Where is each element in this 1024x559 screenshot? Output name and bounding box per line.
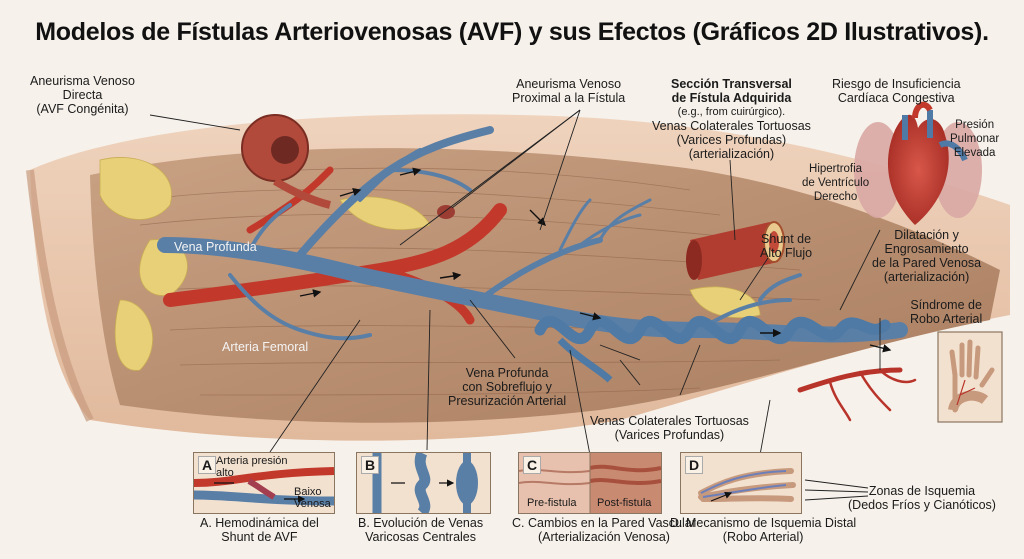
fat-deposit	[99, 157, 172, 220]
thigh-muscle	[90, 148, 1000, 423]
label-tortuous-collaterals: Venas Colaterales Tortuosas(Varices Prof…	[590, 414, 749, 442]
page-title: Modelos de Fístulas Arteriovenosas (AVF)…	[35, 18, 989, 46]
panel-c-pre: Pre-fistula	[527, 497, 577, 509]
panel-d-caption: D. Mecanismo de Isquemia Distal(Robo Art…	[670, 516, 857, 544]
ischemic-hand-icon	[937, 331, 1003, 423]
panel-d-ischemia: D	[680, 452, 802, 514]
panel-c-letter: C	[523, 456, 542, 474]
label-deep-vein: Vena Profunda	[174, 240, 257, 254]
label-ischemia-zones: Zonas de Isquemia(Dedos Fríos y Cianótic…	[848, 484, 996, 512]
panel-c-post: Post-fistula	[597, 497, 652, 509]
panel-b-varicose-evolution: B	[356, 452, 491, 514]
panel-b-letter: B	[361, 456, 380, 474]
panel-c-wall-changes: C Pre-fistula Post-fistula	[518, 452, 662, 514]
venous-aneurysm-proximal	[437, 205, 455, 219]
heart-lungs	[854, 101, 982, 225]
label-femoral-artery: Arteria Femoral	[222, 340, 309, 354]
panel-a-letter: A	[198, 456, 217, 474]
fat-deposit	[114, 299, 154, 371]
panel-d-letter: D	[685, 456, 704, 474]
fistula-cross-section	[686, 221, 785, 280]
fat-deposit	[339, 196, 431, 231]
tortuous-collateral-vein	[534, 316, 891, 344]
panel-c-caption: C. Cambios en la Pared Vascular(Arterial…	[512, 516, 696, 544]
